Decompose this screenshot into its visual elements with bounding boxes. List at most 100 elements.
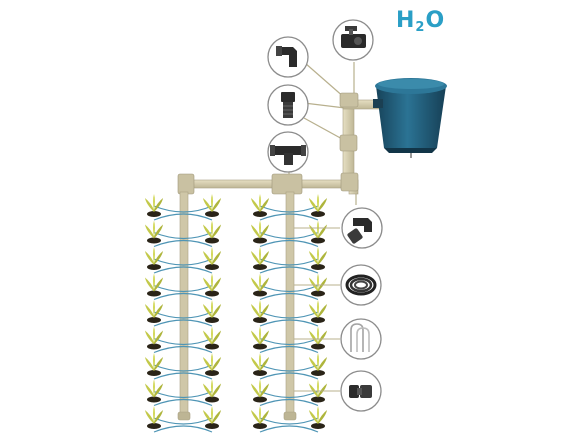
plant-leaf <box>259 273 261 291</box>
drip-hose <box>259 398 319 407</box>
plant-leaf <box>317 406 319 423</box>
plant-leaf <box>211 379 213 397</box>
soil-mound <box>311 290 325 297</box>
supply-pipes <box>177 92 382 195</box>
soil-mound <box>205 396 219 403</box>
h2o-label: H2O <box>396 8 446 35</box>
drip-hose <box>153 292 213 301</box>
plant-leaf <box>260 330 269 345</box>
plant-leaf <box>259 326 261 344</box>
ball-valve-icon <box>332 19 374 61</box>
drip-hose-coil-icon <box>340 264 382 306</box>
plant-leaf <box>212 277 221 292</box>
plant-leaf <box>212 224 221 239</box>
soil-mound <box>253 237 267 244</box>
lateral-end-cap <box>177 411 191 421</box>
soil-mound <box>253 396 267 403</box>
plant-leaf <box>259 379 261 397</box>
plant-leaf <box>309 330 318 345</box>
plant-leaf <box>260 224 269 239</box>
drip-hose <box>153 425 213 433</box>
plant-leaf <box>317 273 319 291</box>
drip-hose <box>259 337 319 346</box>
plant-leaf <box>318 357 327 371</box>
plant-leaf <box>145 383 154 398</box>
plant-leaf <box>251 330 260 345</box>
plant-leaf <box>309 304 318 318</box>
plant-leaf <box>317 194 319 211</box>
plant-leaf <box>317 300 319 317</box>
soil-mound <box>205 290 219 297</box>
plant-leaf <box>153 326 155 344</box>
soil-mound <box>147 264 161 270</box>
soil-mound <box>311 423 325 429</box>
plant-leaf <box>211 194 213 211</box>
plant-leaf <box>211 247 213 264</box>
plant-leaf <box>211 326 213 344</box>
plant-leaf <box>251 224 260 239</box>
soil-mound <box>311 370 325 376</box>
plant-leaf <box>212 251 221 265</box>
plant-leaf <box>259 247 261 264</box>
plant-leaf <box>318 224 327 239</box>
drip-hose <box>259 213 319 221</box>
drip-hose <box>153 258 213 266</box>
plant-leaf <box>211 220 213 238</box>
soil-mound <box>147 423 161 429</box>
plant-leaf <box>260 410 269 424</box>
soil-mound <box>311 396 325 403</box>
plant-leaf <box>317 326 319 344</box>
drip-hose <box>153 345 213 354</box>
plant-leaf <box>154 383 163 398</box>
plant-leaf <box>145 224 154 239</box>
plant-leaf <box>153 300 155 317</box>
soil-mound <box>205 237 219 244</box>
plant-leaf <box>145 330 154 345</box>
plant-leaf <box>154 277 163 292</box>
plant-leaf <box>318 251 327 265</box>
plant-leaf <box>203 277 212 292</box>
soil-mound <box>311 264 325 270</box>
plant-leaf <box>259 194 261 211</box>
plant-leaf <box>259 300 261 317</box>
plant-leaf <box>212 410 221 424</box>
plant-leaf <box>317 353 319 370</box>
plant-leaf <box>212 198 221 212</box>
drip-hose <box>153 319 213 327</box>
plant-leaf <box>212 357 221 371</box>
plant-leaf <box>318 198 327 212</box>
plant-leaf <box>251 304 260 318</box>
plant-leaf <box>153 353 155 370</box>
plant-leaf <box>211 300 213 317</box>
plant-leaf <box>317 379 319 397</box>
water-tank-icon <box>373 78 447 158</box>
plant-leaf <box>260 357 269 371</box>
lateral-pipe <box>179 191 189 419</box>
tee-connector-icon <box>267 131 309 173</box>
drip-hose <box>153 205 213 213</box>
soil-mound <box>147 396 161 403</box>
plant-leaf <box>260 198 269 212</box>
drip-hose <box>259 372 319 380</box>
plant-leaf <box>153 273 155 291</box>
soil-mound <box>147 290 161 297</box>
planting-field <box>145 191 340 433</box>
plant-leaf <box>153 247 155 264</box>
plant-leaf <box>212 330 221 345</box>
drip-hose <box>153 213 213 221</box>
soil-mound <box>253 370 267 376</box>
plant-leaf <box>153 379 155 397</box>
plant-leaf <box>153 220 155 238</box>
drip-hose <box>153 266 213 274</box>
lateral-pipe <box>285 191 295 419</box>
soil-mound <box>253 290 267 297</box>
plant-leaf <box>251 198 260 212</box>
plant-leaf <box>317 220 319 238</box>
drip-hose <box>259 345 319 354</box>
plant-leaf <box>251 410 260 424</box>
plant-leaf <box>145 304 154 318</box>
plant-leaf <box>203 357 212 371</box>
drip-hose <box>153 398 213 407</box>
plant-leaf <box>309 224 318 239</box>
end-plug-icon <box>340 370 382 412</box>
